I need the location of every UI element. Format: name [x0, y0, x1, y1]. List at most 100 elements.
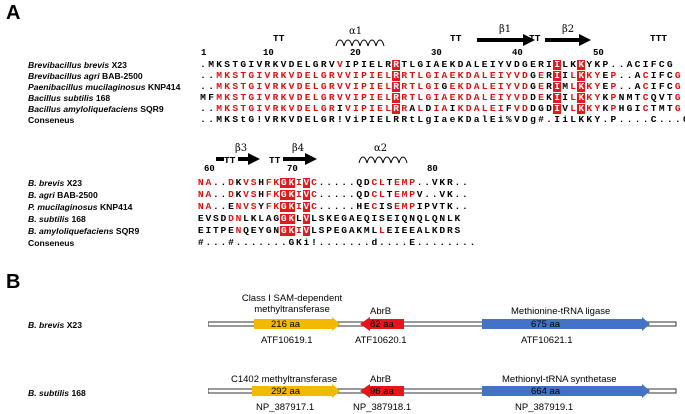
residue: M: [216, 70, 222, 81]
residue: G: [288, 237, 295, 248]
residue: K: [224, 70, 231, 81]
residue: L: [379, 177, 385, 188]
residue: G: [674, 81, 681, 92]
residue: D: [522, 70, 528, 81]
residue: K: [273, 177, 280, 188]
residue: F: [265, 177, 272, 188]
residue: D: [522, 92, 528, 103]
residue: !: [256, 114, 263, 125]
residue: L: [424, 225, 431, 236]
residue: L: [371, 225, 378, 236]
residue: E: [333, 225, 340, 236]
gene-aa-methyltransferase: 292 aa: [271, 386, 301, 397]
residue: E: [377, 103, 383, 114]
residue: Y: [594, 114, 601, 125]
residue: e: [449, 114, 456, 125]
residue: I: [553, 92, 562, 103]
residue: K: [431, 225, 438, 236]
residue: E: [304, 81, 311, 92]
residue: R: [328, 81, 335, 92]
residue: .: [642, 114, 649, 125]
residue: G: [320, 92, 327, 103]
residue: Q: [416, 213, 423, 224]
residue: I: [296, 189, 302, 200]
residue: I: [642, 59, 649, 70]
residue: D: [465, 103, 472, 114]
residue: C: [311, 189, 317, 200]
residue: E: [394, 189, 400, 200]
residue: .: [401, 237, 408, 248]
residue: L: [481, 81, 488, 92]
residue: T: [634, 92, 641, 103]
residue: E: [386, 225, 393, 236]
residue: K: [457, 81, 464, 92]
residue: S: [454, 225, 461, 236]
residue: K: [454, 213, 461, 224]
residue: V: [505, 59, 512, 70]
residue: C: [311, 177, 317, 188]
residue: E: [489, 114, 496, 125]
residue: P: [610, 70, 617, 81]
residue: L: [473, 59, 480, 70]
operon-organism: B. subtilis 168: [28, 388, 86, 398]
residue: K: [224, 81, 231, 92]
residue: E: [394, 177, 400, 188]
residue: P: [361, 103, 367, 114]
residue: P: [424, 201, 431, 212]
residue: .: [394, 237, 400, 248]
residue: D: [296, 70, 303, 81]
residue: I: [433, 114, 440, 125]
residue: R: [401, 81, 408, 92]
residue: N: [235, 201, 242, 212]
residue: .: [333, 237, 340, 248]
residue: D: [363, 189, 370, 200]
residue: Y: [258, 201, 265, 212]
residue: .: [258, 237, 265, 248]
residue: A: [473, 92, 480, 103]
residue: G: [240, 59, 247, 70]
residue: V: [243, 189, 249, 200]
turn-label: TT: [224, 155, 236, 166]
residue: R: [328, 103, 335, 114]
residue: .: [333, 189, 340, 200]
residue: R: [328, 92, 335, 103]
residue: I: [205, 225, 212, 236]
residue: .: [386, 237, 393, 248]
residue: .: [333, 201, 340, 212]
residue: g: [425, 114, 432, 125]
gene-arrow-abrb: [360, 317, 404, 331]
residue: E: [489, 103, 496, 114]
turn-label: TT: [269, 155, 281, 166]
residue: L: [296, 213, 302, 224]
residue: K: [224, 92, 231, 103]
gene-locus-abrb: ATF10620.1: [355, 335, 407, 346]
residue: .: [200, 103, 206, 114]
residue: .: [208, 70, 214, 81]
gene-arrow-metrs: [482, 384, 650, 398]
residue: G: [320, 103, 327, 114]
residue: E: [377, 70, 383, 81]
gene-title-methyltransferase: C1402 methyltransferase: [231, 374, 338, 385]
residue: I: [553, 103, 562, 114]
residue: P: [326, 225, 332, 236]
residue: K: [602, 92, 609, 103]
beta2-arrow: [545, 34, 591, 46]
residue: V: [243, 177, 249, 188]
residue: K: [577, 70, 586, 81]
residue: .: [318, 189, 325, 200]
residue: R: [328, 70, 335, 81]
residue: G: [674, 103, 681, 114]
residue: Y: [497, 59, 504, 70]
residue: K: [594, 59, 601, 70]
ruler-number: 1: [201, 48, 207, 58]
residue: S: [232, 103, 239, 114]
residue: T: [439, 201, 446, 212]
gene-title-abrb: AbrB: [370, 374, 392, 385]
residue: P: [353, 59, 359, 70]
residue: d: [371, 237, 378, 248]
residue: A: [441, 70, 448, 81]
residue: E: [296, 59, 303, 70]
turn-label: TT: [529, 33, 541, 44]
